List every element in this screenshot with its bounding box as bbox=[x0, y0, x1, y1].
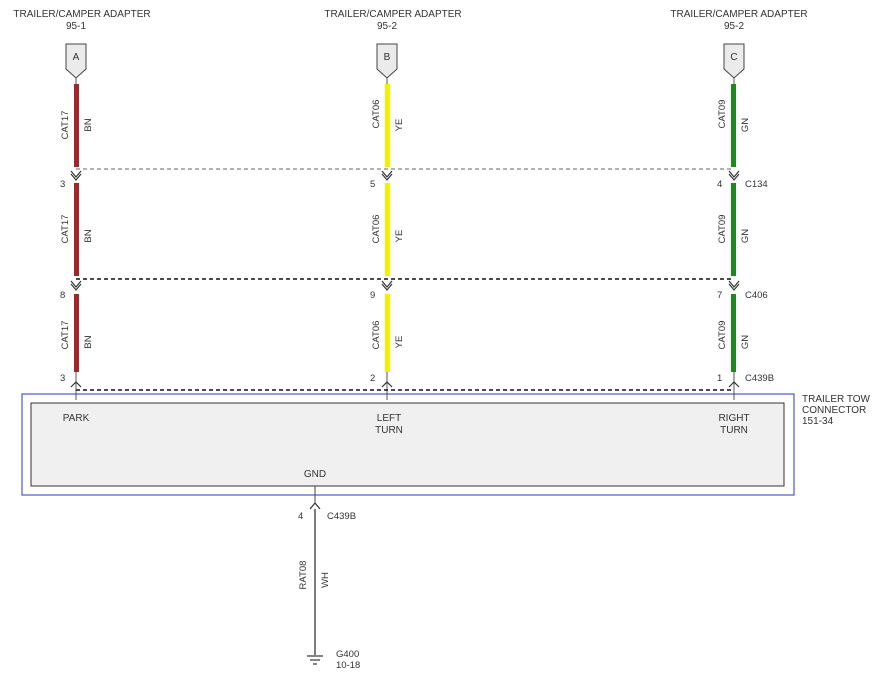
ground-ref: 10-18 bbox=[336, 660, 360, 671]
wire-segment-green-1 bbox=[731, 84, 736, 167]
connector-name-c439b: C439B bbox=[745, 373, 774, 384]
wire-color-label: YE bbox=[394, 230, 405, 243]
ground-circuit-label: RAT08 bbox=[298, 561, 309, 590]
pin-number: 7 bbox=[717, 290, 722, 301]
connector-chevron-icon bbox=[728, 170, 740, 181]
component-pin-left-line1: LEFT bbox=[377, 413, 401, 424]
wire-color-label: BN bbox=[83, 118, 94, 131]
pin-number: 4 bbox=[717, 179, 722, 190]
wire-circuit-label: CAT06 bbox=[371, 215, 382, 244]
wire-circuit-label: CAT09 bbox=[717, 100, 728, 129]
wire-labels: CAT17 BN CAT17 BN CAT17 BN CAT06 YE CAT0… bbox=[60, 100, 751, 350]
connector-name-c406: C406 bbox=[745, 290, 768, 301]
pin-number: 9 bbox=[370, 290, 375, 301]
adapter-pin-a: A bbox=[73, 52, 80, 63]
ground-circuit: 4 C439B RAT08 WH G400 10-18 bbox=[298, 486, 360, 671]
connector-dashed-lines bbox=[76, 168, 734, 391]
connector-symbols bbox=[70, 170, 740, 510]
ground-symbol-icon bbox=[307, 655, 323, 665]
wire-circuit-label: CAT17 bbox=[60, 111, 71, 140]
pin-number: 2 bbox=[370, 373, 375, 384]
connector-chevron-icon bbox=[70, 170, 82, 181]
adapter-title-c: TRAILER/CAMPER ADAPTER bbox=[670, 9, 807, 20]
connector-chevron-icon bbox=[309, 502, 321, 510]
pin-number: 3 bbox=[60, 373, 65, 384]
wire-color-label: YE bbox=[394, 119, 405, 132]
wire-segment-brown-2 bbox=[74, 183, 79, 276]
wire-circuit-label: CAT09 bbox=[717, 321, 728, 350]
component-body bbox=[30, 402, 785, 487]
adapter-ref-b: 95-2 bbox=[377, 21, 397, 32]
ground-pin-number: 4 bbox=[298, 511, 303, 522]
pin-numbers: 3 8 3 5 9 2 4 7 1 bbox=[60, 179, 722, 384]
adapter-header-c: TRAILER/CAMPER ADAPTER 95-2 C bbox=[670, 9, 808, 79]
component-outline bbox=[21, 393, 795, 496]
wire-color-label: GN bbox=[740, 229, 751, 243]
wire-leads bbox=[75, 78, 735, 400]
connector-pin-shape-a bbox=[65, 43, 87, 79]
wire-segments bbox=[74, 84, 736, 372]
component-pin-park: PARK bbox=[63, 413, 90, 424]
adapter-ref-a: 95-1 bbox=[66, 21, 86, 32]
component-name-line2: CONNECTOR bbox=[802, 405, 866, 416]
component-gnd-label: GND bbox=[304, 469, 326, 480]
wire-color-label: GN bbox=[740, 335, 751, 349]
connector-chevron-icon bbox=[70, 381, 82, 388]
wire-circuit-label: CAT09 bbox=[717, 215, 728, 244]
adapter-ref-c: 95-2 bbox=[724, 21, 744, 32]
connector-chevron-icon bbox=[70, 280, 82, 291]
pin-number: 5 bbox=[370, 179, 375, 190]
ground-name: G400 bbox=[336, 649, 359, 660]
wire-color-label: YE bbox=[394, 336, 405, 349]
trailer-tow-connector: PARK LEFT TURN RIGHT TURN GND TRAILER TO… bbox=[21, 393, 871, 496]
connector-pin-shape-c bbox=[723, 43, 745, 79]
wire-segment-green-3 bbox=[731, 294, 736, 372]
connector-chevron-icon bbox=[728, 381, 740, 388]
wire-color-label: BN bbox=[83, 335, 94, 348]
wire-circuit-label: CAT06 bbox=[371, 321, 382, 350]
pin-number: 3 bbox=[60, 179, 65, 190]
pin-number: 1 bbox=[717, 373, 722, 384]
component-ref: 151-34 bbox=[802, 416, 834, 427]
adapter-header-a: TRAILER/CAMPER ADAPTER 95-1 A bbox=[13, 9, 151, 79]
connector-pin-shape-b bbox=[376, 43, 398, 79]
ground-connector-name: C439B bbox=[327, 511, 356, 522]
ground-color-label: WH bbox=[320, 572, 331, 588]
wire-segment-yellow-2 bbox=[385, 183, 390, 276]
wire-segment-yellow-3 bbox=[385, 294, 390, 372]
connector-chevron-icon bbox=[381, 280, 393, 291]
wire-segment-yellow-1 bbox=[385, 84, 390, 167]
connector-chevron-icon bbox=[728, 280, 740, 291]
wire-color-label: BN bbox=[83, 229, 94, 242]
component-name-line1: TRAILER TOW bbox=[802, 394, 871, 405]
wire-circuit-label: CAT17 bbox=[60, 321, 71, 350]
connector-name-c134: C134 bbox=[745, 179, 768, 190]
component-pin-right-line1: RIGHT bbox=[718, 413, 749, 424]
connector-chevron-icon bbox=[381, 381, 393, 388]
connector-chevron-icon bbox=[381, 170, 393, 181]
adapter-title-b: TRAILER/CAMPER ADAPTER bbox=[324, 9, 461, 20]
wire-segment-brown-3 bbox=[74, 294, 79, 372]
adapter-title-a: TRAILER/CAMPER ADAPTER bbox=[13, 9, 150, 20]
wire-segment-green-2 bbox=[731, 183, 736, 276]
adapter-pin-c: C bbox=[730, 52, 737, 63]
wire-circuit-label: CAT17 bbox=[60, 215, 71, 244]
component-pin-left-line2: TURN bbox=[375, 425, 403, 436]
pin-number: 8 bbox=[60, 290, 65, 301]
component-pin-right-line2: TURN bbox=[720, 425, 748, 436]
adapter-pin-b: B bbox=[384, 52, 391, 63]
wire-segment-brown-1 bbox=[74, 84, 79, 167]
adapter-header-b: TRAILER/CAMPER ADAPTER 95-2 B bbox=[324, 9, 462, 79]
wire-color-label: GN bbox=[740, 118, 751, 132]
wire-circuit-label: CAT06 bbox=[371, 100, 382, 129]
